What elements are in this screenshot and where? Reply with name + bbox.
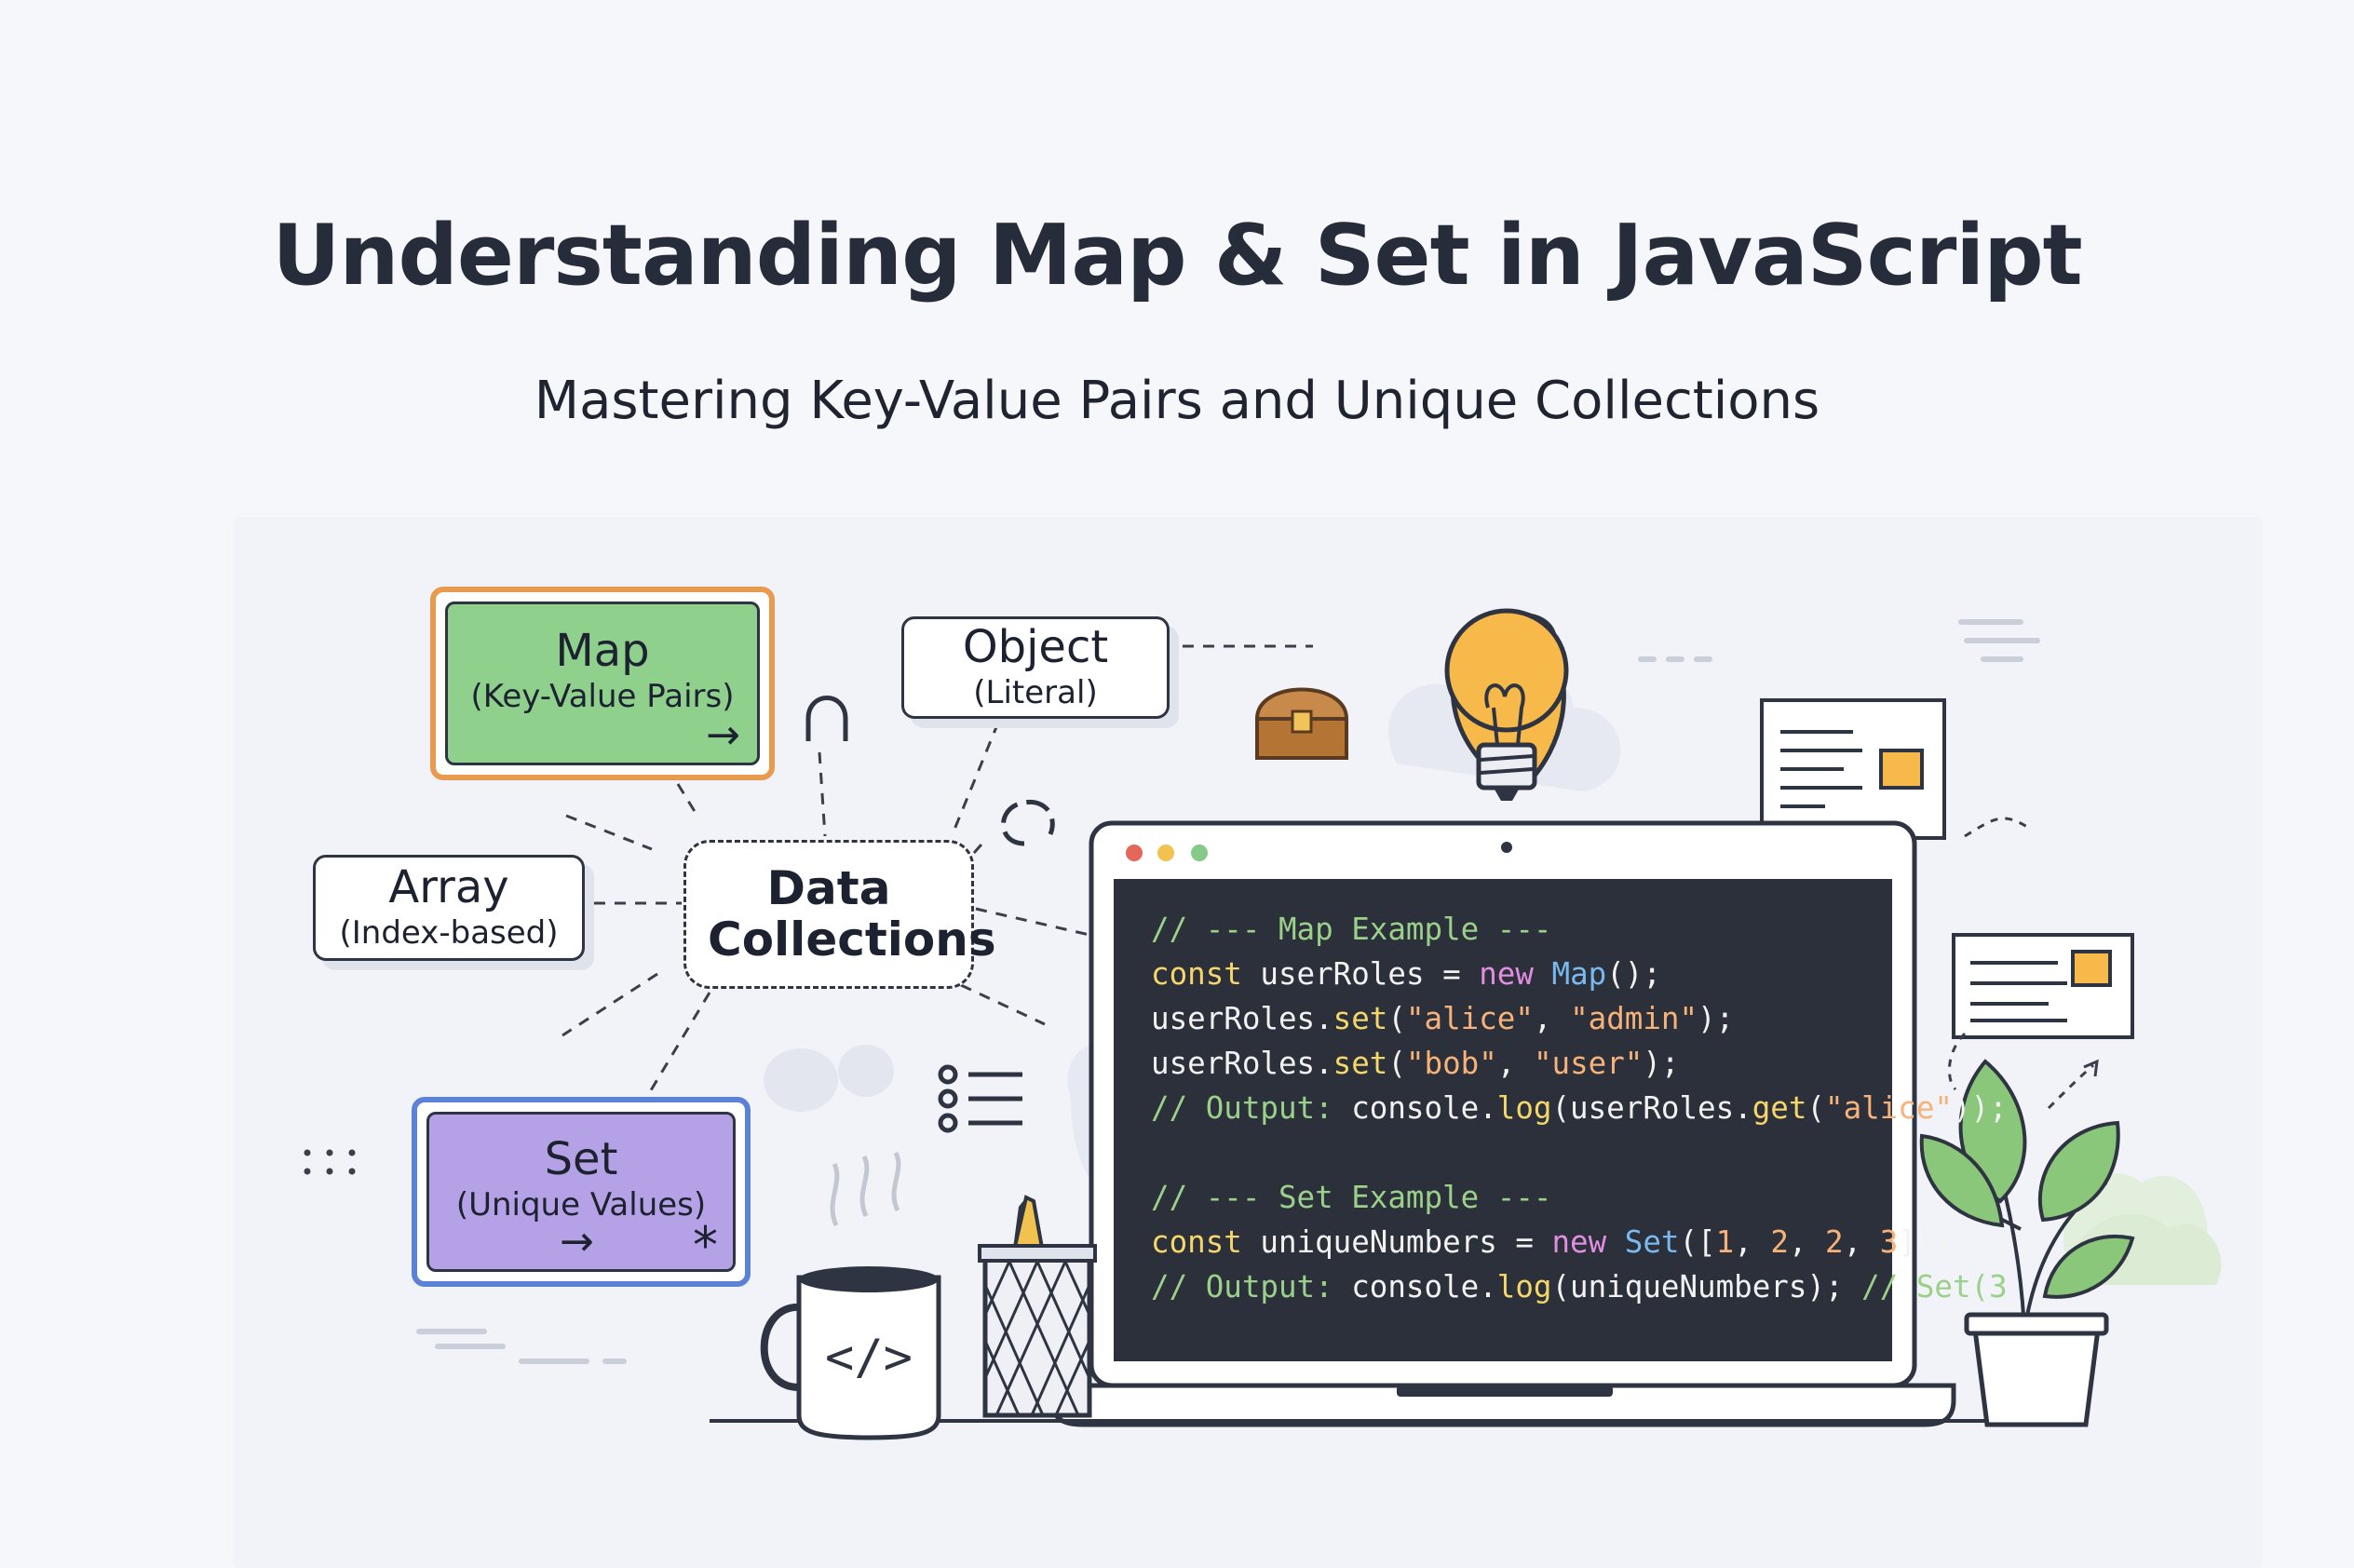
- arrow-decor: [1947, 817, 2094, 1110]
- code-token: "alice": [1405, 1001, 1534, 1036]
- code-token: ));: [1952, 1090, 2008, 1126]
- code-token: // Output:: [1151, 1090, 1352, 1126]
- code-token: ]);: [1898, 1224, 1954, 1260]
- code-token: userRoles =: [1241, 956, 1480, 992]
- code-token: ([: [1679, 1224, 1716, 1260]
- code-token: ,: [1533, 1001, 1571, 1036]
- code-token: (: [1806, 1090, 1825, 1126]
- array-node-name: Array: [388, 861, 509, 914]
- code-line: const userRoles = new Map();: [1151, 952, 1892, 996]
- code-token: log: [1496, 1090, 1552, 1126]
- code-line: // --- Map Example ---: [1151, 907, 1892, 952]
- code-token: userRoles.: [1151, 1001, 1333, 1036]
- code-token: console.: [1351, 1090, 1497, 1126]
- code-token: console.: [1351, 1269, 1497, 1304]
- magnet-icon: [805, 696, 848, 741]
- document-card-icon: [1760, 698, 1946, 840]
- code-token: log: [1496, 1269, 1552, 1304]
- map-node-body: Map (Key-Value Pairs) →: [445, 602, 760, 765]
- code-token: Map: [1551, 956, 1607, 992]
- set-node-desc: (Unique Values): [455, 1186, 707, 1223]
- document-card-icon: [1952, 933, 2134, 1039]
- code-token: uniqueNumbers =: [1241, 1224, 1552, 1260]
- code-token: ,: [1843, 1224, 1880, 1260]
- map-node-name: Map: [555, 625, 650, 678]
- code-token: set: [1333, 1046, 1388, 1081]
- code-token: (: [1387, 1046, 1406, 1081]
- code-line: userRoles.set("bob", "user");: [1151, 1041, 1892, 1086]
- code-token: new: [1479, 956, 1534, 992]
- code-line: const uniqueNumbers = new Set([1, 2, 2, …: [1151, 1220, 1953, 1264]
- object-node-name: Object: [962, 621, 1109, 674]
- code-token: "bob": [1405, 1046, 1497, 1081]
- mug-icon: [760, 1151, 941, 1440]
- dot-grid: [304, 1149, 356, 1175]
- code-token: [1606, 1224, 1625, 1260]
- lightbulb-icon: [1444, 608, 1569, 801]
- code-token: userRoles.: [1151, 1046, 1333, 1081]
- code-token: const: [1151, 956, 1242, 992]
- arrow-right-icon: [2083, 1059, 2099, 1077]
- loop-icon: [1001, 799, 1055, 846]
- arrow-right-icon: →: [560, 1218, 594, 1265]
- code-token: );: [1698, 1001, 1735, 1036]
- array-node: Array (Index-based): [313, 855, 585, 961]
- code-token: );: [1643, 1046, 1680, 1081]
- list-icon: [938, 1064, 1022, 1133]
- code-token: "user": [1533, 1046, 1644, 1081]
- set-node-body: Set (Unique Values) → *: [426, 1112, 736, 1275]
- map-node-desc: (Key-Value Pairs): [470, 678, 735, 715]
- code-token: 1: [1715, 1224, 1735, 1260]
- map-node: Map (Key-Value Pairs) →: [430, 587, 775, 780]
- code-token: new: [1551, 1224, 1607, 1260]
- code-line: [1151, 1130, 1892, 1175]
- code-token: ,: [1734, 1224, 1771, 1260]
- code-token: // Set(3: [1861, 1269, 2008, 1304]
- object-node-desc: (Literal): [973, 674, 1098, 711]
- treasure-chest-icon: [1254, 687, 1349, 760]
- decorative-marks: [416, 619, 2040, 1364]
- code-token: get: [1752, 1090, 1807, 1126]
- code-token: // --- Map Example ---: [1151, 912, 1552, 947]
- code-token: const: [1151, 1224, 1242, 1260]
- code-line: // Output: console.log(userRoles.get("al…: [1151, 1086, 2008, 1130]
- page-subtitle: Mastering Key-Value Pairs and Unique Col…: [534, 371, 1820, 431]
- set-node: Set (Unique Values) → *: [412, 1097, 751, 1287]
- code-token: ,: [1788, 1224, 1826, 1260]
- arrow-right-icon: →: [706, 711, 740, 759]
- code-token: 3: [1879, 1224, 1899, 1260]
- code-line: userRoles.set("alice", "admin");: [1151, 996, 1892, 1041]
- code-token: "alice": [1825, 1090, 1953, 1126]
- mug-label: </>: [825, 1330, 913, 1386]
- code-editor: // --- Map Example --- const userRoles = …: [1114, 879, 2008, 1361]
- code-token: (uniqueNumbers);: [1551, 1269, 1862, 1304]
- code-token: "admin": [1570, 1001, 1698, 1036]
- code-token: 2: [1770, 1224, 1789, 1260]
- page-title: Understanding Map & Set in JavaScript: [272, 207, 2082, 304]
- code-token: [1534, 956, 1552, 992]
- plant-icon: [1919, 1059, 2135, 1427]
- code-token: Set: [1624, 1224, 1680, 1260]
- data-collections-node: Data Collections: [683, 840, 996, 989]
- code-token: set: [1333, 1001, 1388, 1036]
- code-token: // Output:: [1151, 1269, 1352, 1304]
- code-line: // --- Set Example ---: [1151, 1175, 1892, 1220]
- code-token: // --- Set Example ---: [1151, 1180, 1552, 1215]
- connector-lines: [561, 644, 1313, 1096]
- data-collections-label: Data Collections: [708, 861, 996, 966]
- array-node-desc: (Index-based): [339, 914, 559, 952]
- object-node: Object (Literal): [901, 616, 1170, 719]
- set-node-name: Set: [544, 1133, 618, 1186]
- asterisk-icon: *: [693, 1216, 718, 1275]
- code-line: // Output: console.log(uniqueNumbers); /…: [1151, 1264, 2008, 1309]
- pencil-cup-icon: [978, 1195, 1097, 1418]
- code-token: (userRoles.: [1551, 1090, 1752, 1126]
- code-token: 2: [1825, 1224, 1844, 1260]
- code-token: (: [1387, 1001, 1406, 1036]
- code-token: ,: [1496, 1046, 1534, 1081]
- code-token: ();: [1606, 956, 1661, 992]
